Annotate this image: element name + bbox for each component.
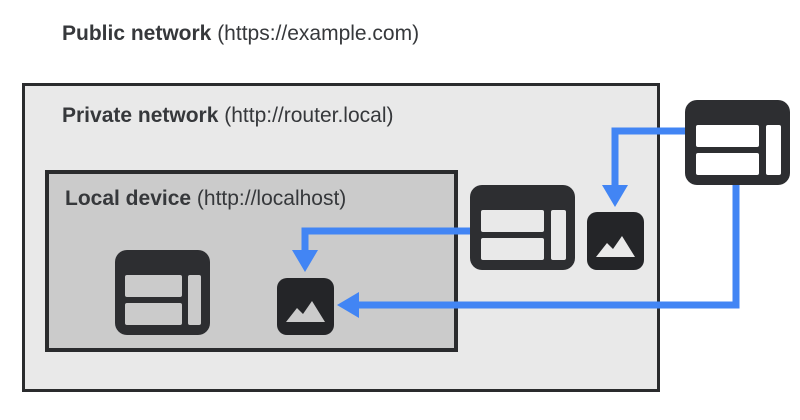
browser-window-icon: [470, 185, 575, 270]
private-network-label: Private network (http://router.local): [62, 104, 393, 128]
local-device-label-url: (http://localhost): [191, 187, 347, 210]
browser-pane-left-top: [124, 274, 182, 297]
browser-pane-right: [188, 274, 202, 325]
image-icon: [277, 278, 334, 335]
browser-pane-left-top: [480, 209, 544, 232]
browser-pane-left-bottom: [695, 152, 759, 175]
local-device-label: Local device (http://localhost): [65, 187, 346, 211]
image-icon: [587, 212, 644, 270]
mountain-glyph: [596, 236, 635, 257]
local-device-label-bold: Local device: [65, 187, 192, 210]
browser-pane-right: [550, 209, 566, 260]
private-network-label-url: (http://router.local): [218, 104, 394, 127]
public-network-label-bold: Public network: [62, 22, 212, 45]
browser-pane-left-bottom: [480, 237, 544, 260]
public-network-label-url: (https://example.com): [211, 22, 420, 45]
public-network-label: Public network (https://example.com): [62, 22, 419, 46]
browser-pane-right: [765, 124, 781, 175]
mountain-glyph: [286, 301, 325, 322]
browser-window-icon: [685, 100, 790, 185]
browser-pane-left-bottom: [124, 302, 182, 325]
browser-window-icon: [115, 250, 210, 335]
private-network-label-bold: Private network: [62, 104, 219, 127]
browser-pane-left-top: [695, 124, 759, 147]
